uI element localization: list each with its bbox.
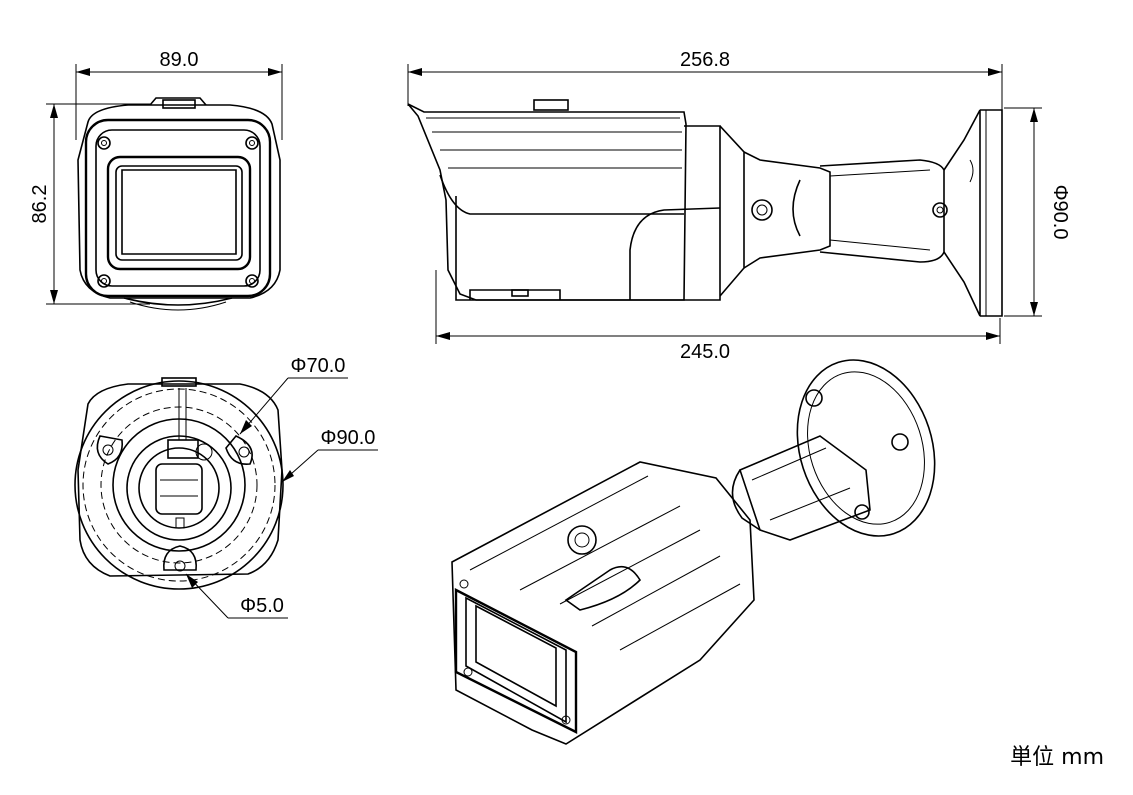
side-view: 256.8 245.0 Φ90.0 [407, 49, 1071, 363]
side-mount-diameter-label: Φ90.0 [1049, 185, 1071, 240]
front-width-dimension: 89.0 [75, 49, 283, 140]
side-mount-diameter-dimension: Φ90.0 [1004, 107, 1071, 317]
front-view: 89.0 86.2 [29, 49, 283, 311]
side-total-length-dimension: 256.8 [407, 49, 1003, 110]
outer-diameter-callout: Φ90.0 [281, 427, 378, 483]
side-body-length-label: 245.0 [680, 341, 730, 363]
inner-diameter-label: Φ70.0 [291, 355, 346, 377]
front-height-dimension: 86.2 [29, 103, 150, 305]
side-total-length-label: 256.8 [680, 49, 730, 71]
perspective-view [451, 359, 936, 745]
hole-diameter-label: Φ5.0 [240, 595, 284, 617]
outer-diameter-label: Φ90.0 [321, 427, 376, 449]
hole-diameter-callout: Φ5.0 [185, 573, 288, 619]
front-height-label: 86.2 [29, 185, 51, 224]
side-body-length-dimension: 245.0 [435, 270, 1001, 363]
unit-label: 単位 mm [1010, 745, 1104, 770]
inner-diameter-callout: Φ70.0 [239, 355, 348, 435]
front-width-label: 89.0 [160, 49, 199, 71]
rear-view: Φ70.0 Φ90.0 Φ5.0 [74, 355, 378, 619]
